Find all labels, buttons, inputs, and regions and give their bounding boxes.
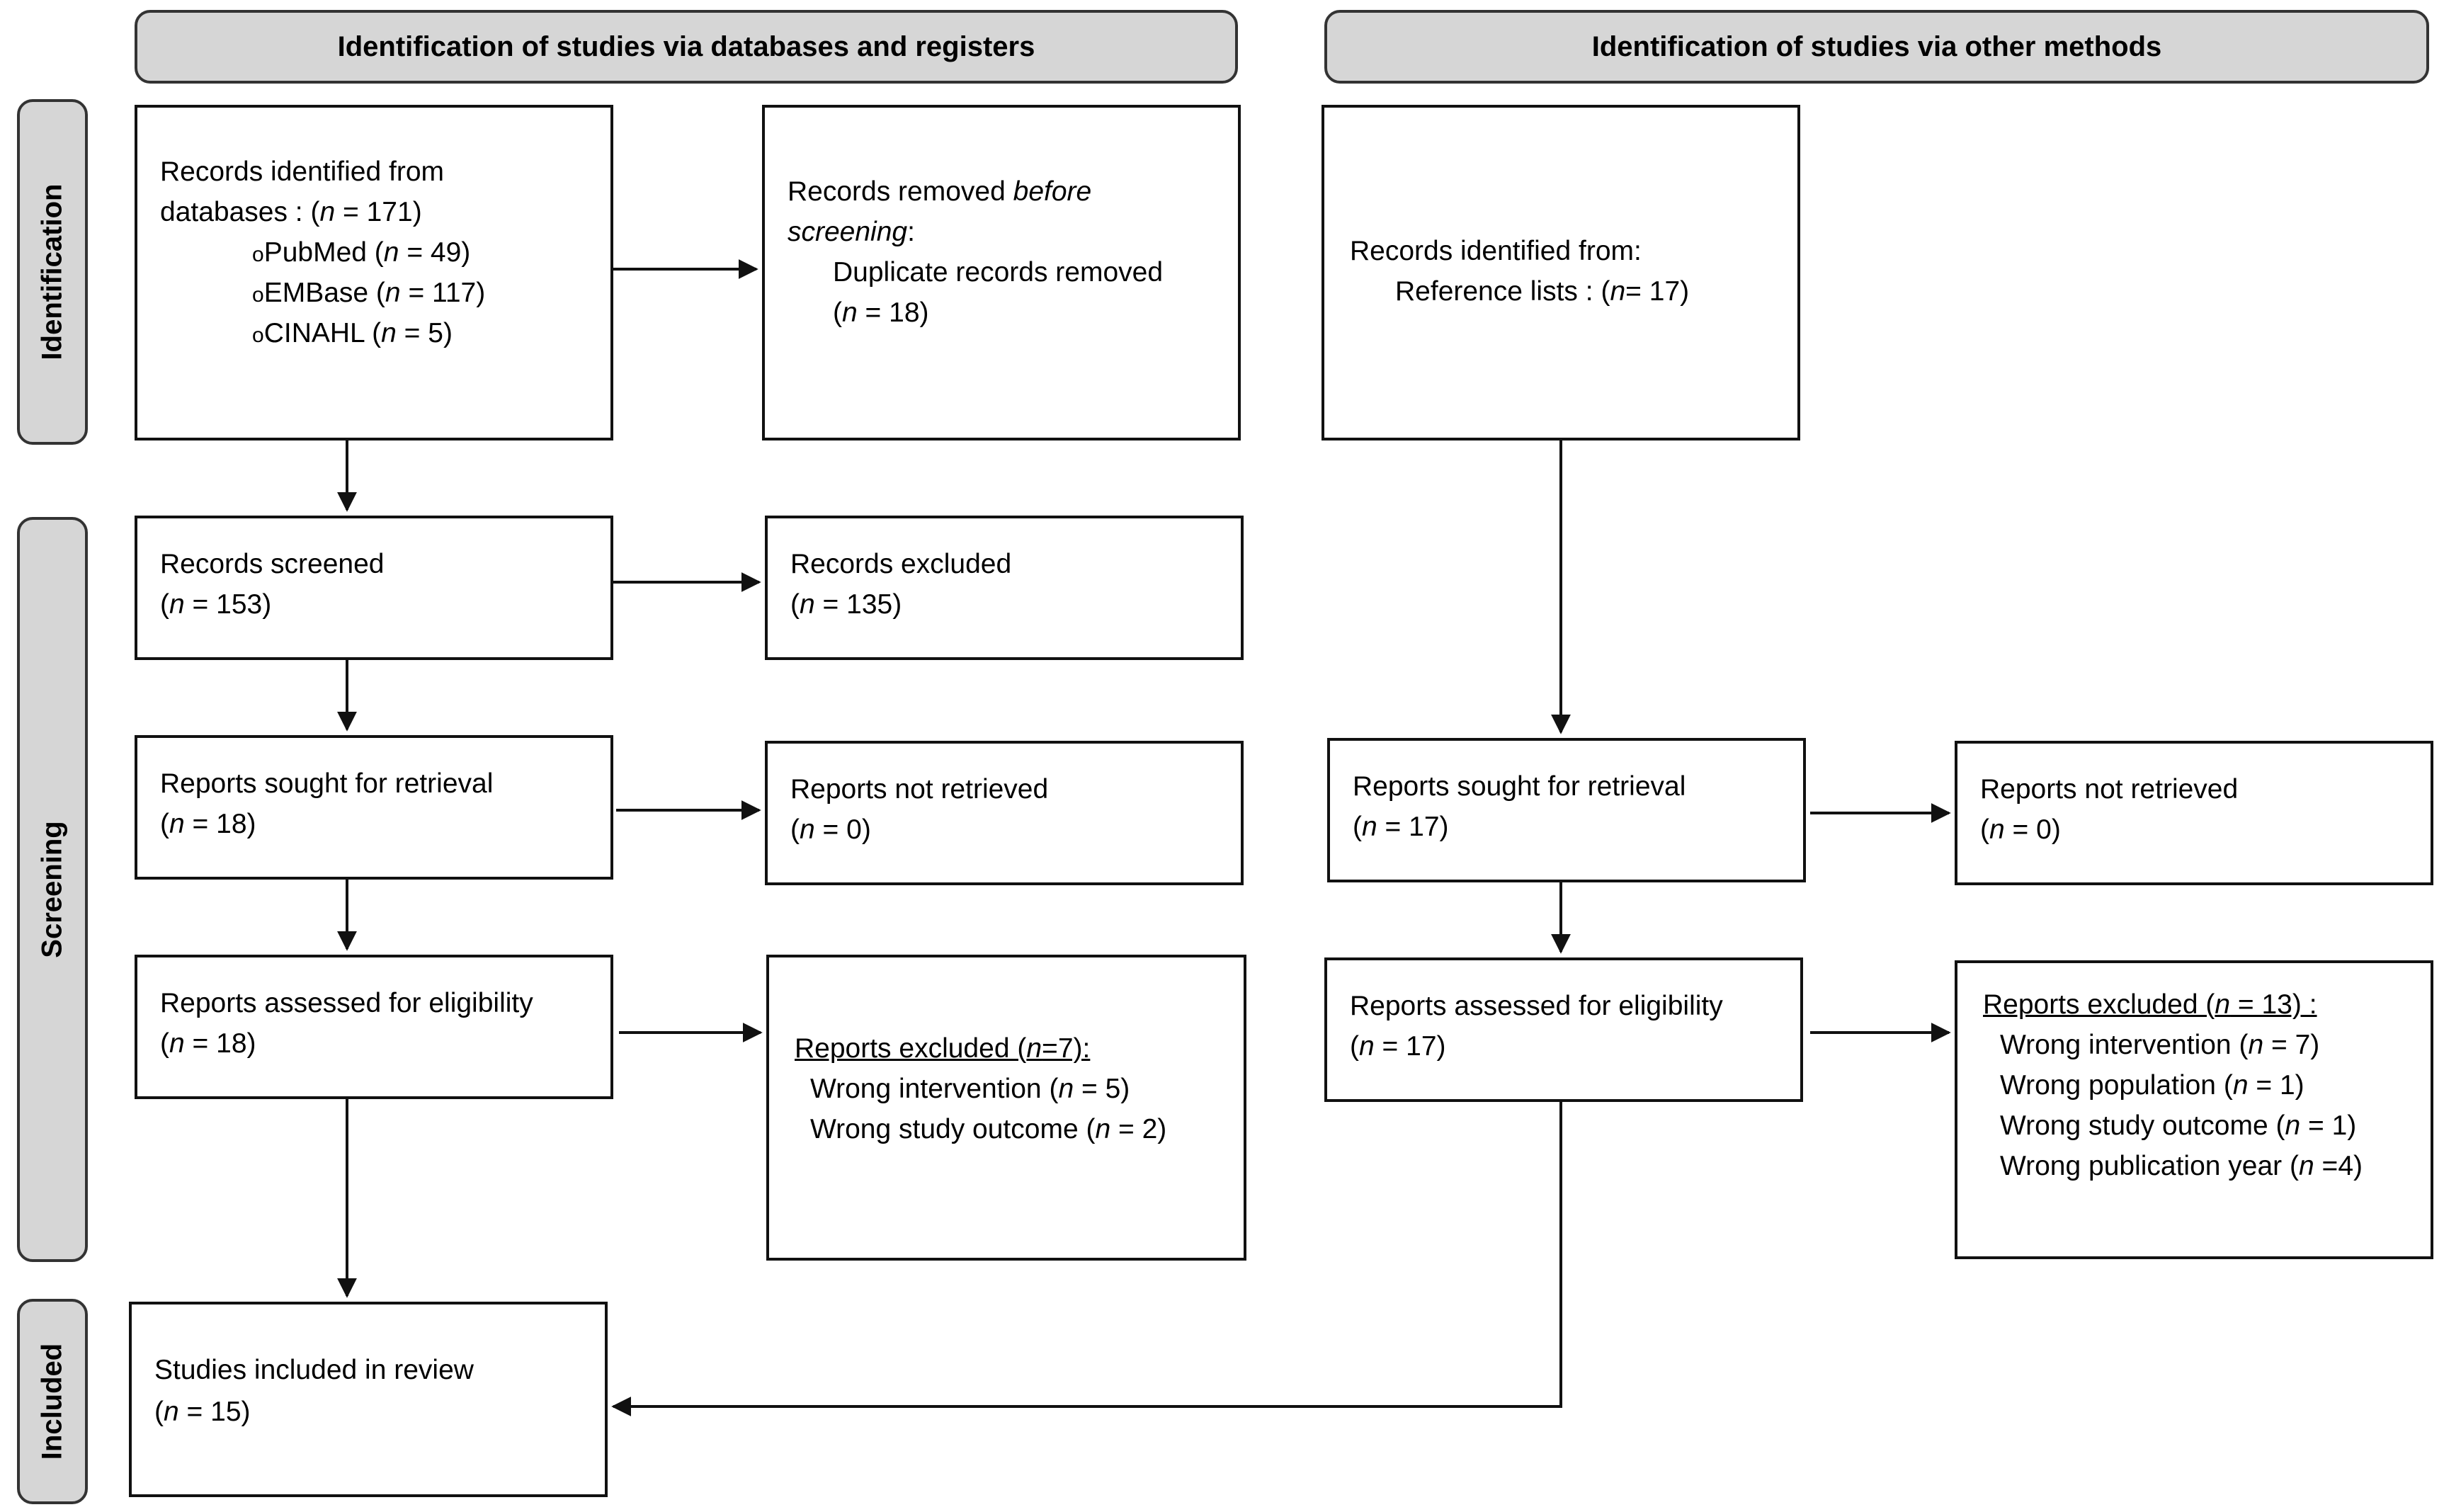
records-excluded-title: Records excluded bbox=[790, 549, 1012, 579]
reports-excluded-other-reason-3: Wrong study outcome (n = 1) bbox=[2000, 1110, 2357, 1141]
reports-excluded-other-reason-2: Wrong population (n = 1) bbox=[2000, 1070, 2304, 1101]
box-records-removed: Records removed before screening: Duplic… bbox=[762, 105, 1241, 440]
duplicate-records-count: (n = 18) bbox=[833, 297, 929, 328]
header-databases: Identification of studies via databases … bbox=[135, 10, 1238, 84]
reports-assessed-db-count: (n = 18) bbox=[160, 1028, 256, 1059]
arrow-other-to-included bbox=[611, 1102, 1562, 1416]
reports-not-retrieved-db-count: (n = 0) bbox=[790, 814, 871, 845]
phase-identification: Identification bbox=[17, 99, 88, 445]
reports-excluded-db-title: Reports excluded (n=7): bbox=[795, 1033, 1091, 1064]
studies-included-count: (n = 15) bbox=[154, 1397, 251, 1427]
reports-not-retrieved-other-title: Reports not retrieved bbox=[1980, 774, 2239, 805]
reports-sought-db-title: Reports sought for retrieval bbox=[160, 768, 494, 799]
reports-assessed-db-title: Reports assessed for eligibility bbox=[160, 988, 533, 1018]
box-reports-sought-db: Reports sought for retrieval (n = 18) bbox=[135, 735, 613, 880]
source-embase: oEMBase (n = 117) bbox=[252, 278, 486, 308]
box-studies-included: Studies included in review (n = 15) bbox=[129, 1302, 608, 1497]
header-other-methods: Identification of studies via other meth… bbox=[1324, 10, 2429, 84]
box-records-excluded: Records excluded (n = 135) bbox=[765, 516, 1244, 660]
records-screened-count: (n = 153) bbox=[160, 589, 272, 620]
records-removed-line1: Records removed before bbox=[788, 176, 1092, 207]
reports-excluded-db-reason-1: Wrong intervention (n = 5) bbox=[810, 1074, 1130, 1104]
records-identified-line1: Records identified from bbox=[160, 157, 445, 187]
reports-excluded-other-reason-4: Wrong publication year (n =4) bbox=[2000, 1151, 2363, 1181]
box-reports-assessed-db: Reports assessed for eligibility (n = 18… bbox=[135, 955, 613, 1099]
reports-excluded-other-reason-1: Wrong intervention (n = 7) bbox=[2000, 1030, 2320, 1060]
studies-included-title: Studies included in review bbox=[154, 1355, 474, 1385]
other-records-identified-line2: Reference lists : (n= 17) bbox=[1395, 276, 1690, 307]
records-screened-title: Records screened bbox=[160, 549, 385, 579]
box-reports-excluded-other: Reports excluded (n = 13) : Wrong interv… bbox=[1955, 960, 2433, 1259]
records-excluded-count: (n = 135) bbox=[790, 589, 902, 620]
bullet-icon: o bbox=[252, 243, 264, 266]
box-reports-excluded-db: Reports excluded (n=7): Wrong interventi… bbox=[766, 955, 1246, 1261]
source-pubmed: oPubMed (n = 49) bbox=[252, 237, 471, 268]
reports-not-retrieved-db-title: Reports not retrieved bbox=[790, 774, 1049, 805]
reports-sought-other-title: Reports sought for retrieval bbox=[1353, 771, 1686, 802]
records-removed-line2: screening: bbox=[788, 217, 915, 247]
source-cinahl: oCINAHL (n = 5) bbox=[252, 318, 453, 348]
reports-sought-other-count: (n = 17) bbox=[1353, 812, 1449, 842]
box-reports-not-retrieved-db: Reports not retrieved (n = 0) bbox=[765, 741, 1244, 885]
reports-assessed-other-count: (n = 17) bbox=[1350, 1031, 1446, 1062]
box-reports-assessed-other: Reports assessed for eligibility (n = 17… bbox=[1324, 957, 1803, 1102]
phase-screening: Screening bbox=[17, 517, 88, 1262]
other-records-identified-line1: Records identified from: bbox=[1350, 236, 1642, 266]
box-reports-not-retrieved-other: Reports not retrieved (n = 0) bbox=[1955, 741, 2433, 885]
box-reports-sought-other: Reports sought for retrieval (n = 17) bbox=[1327, 738, 1806, 882]
reports-sought-db-count: (n = 18) bbox=[160, 809, 256, 839]
reports-not-retrieved-other-count: (n = 0) bbox=[1980, 814, 2061, 845]
box-records-screened: Records screened (n = 153) bbox=[135, 516, 613, 660]
box-records-identified-databases: Records identified from databases : (n =… bbox=[135, 105, 613, 440]
header-other-label: Identification of studies via other meth… bbox=[1591, 30, 2162, 62]
bullet-icon: o bbox=[252, 324, 264, 347]
records-identified-line2: databases : (n = 171) bbox=[160, 197, 422, 227]
reports-excluded-db-reason-2: Wrong study outcome (n = 2) bbox=[810, 1114, 1167, 1144]
header-databases-label: Identification of studies via databases … bbox=[337, 30, 1035, 62]
duplicate-records-removed: Duplicate records removed bbox=[833, 257, 1164, 288]
reports-excluded-other-title: Reports excluded (n = 13) : bbox=[1983, 989, 2317, 1020]
reports-assessed-other-title: Reports assessed for eligibility bbox=[1350, 991, 1723, 1021]
phase-included: Included bbox=[17, 1299, 88, 1504]
bullet-icon: o bbox=[252, 283, 264, 307]
box-records-identified-other: Records identified from: Reference lists… bbox=[1322, 105, 1800, 440]
